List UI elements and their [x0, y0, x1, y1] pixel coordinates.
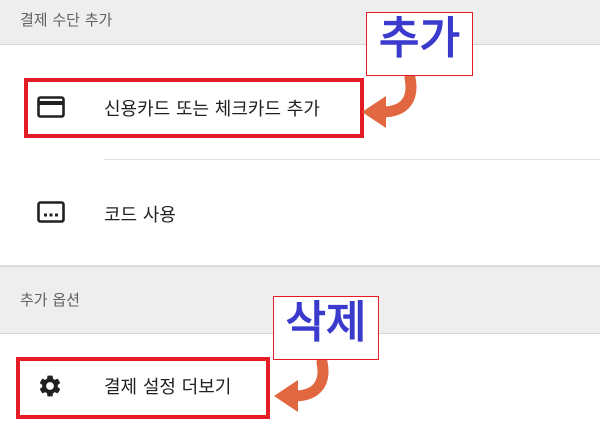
code-redeem-icon	[37, 201, 65, 223]
add-card-label: 신용카드 또는 체크카드 추가	[104, 99, 320, 120]
payment-methods-section-header: 결제 수단 추가	[0, 0, 600, 45]
add-card-row[interactable]: 신용카드 또는 체크카드 추가	[0, 45, 600, 159]
add-callout-text: 추가	[379, 13, 460, 64]
credit-card-icon	[37, 96, 65, 118]
add-card-highlight-box	[24, 78, 364, 138]
more-options-header-text: 추가 옵션	[20, 291, 80, 309]
payment-methods-header-text: 결제 수단 추가	[20, 11, 113, 29]
more-settings-highlight-box	[16, 357, 270, 419]
add-callout: 추가	[366, 12, 473, 76]
redeem-code-row[interactable]: 코드 사용	[0, 160, 600, 264]
redeem-code-label: 코드 사용	[104, 205, 176, 226]
gear-icon	[39, 375, 61, 397]
curved-arrow-icon	[274, 360, 329, 412]
more-settings-row[interactable]: 결제 설정 더보기	[0, 332, 600, 432]
more-settings-label: 결제 설정 더보기	[104, 377, 232, 398]
list-divider	[104, 159, 600, 160]
curved-arrow-icon	[362, 76, 417, 128]
delete-callout-text: 삭제	[285, 297, 367, 348]
delete-callout: 삭제	[273, 296, 379, 360]
